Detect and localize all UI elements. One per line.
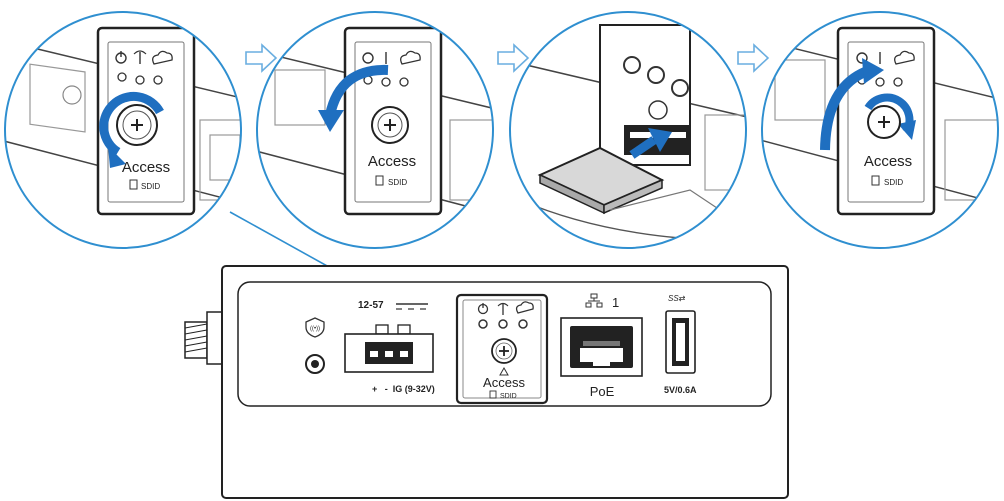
screw-icon [492, 339, 516, 363]
usb-ss-icon: SS⇄ [668, 294, 686, 303]
audio-jack [306, 355, 324, 373]
usb-port [666, 311, 695, 373]
step-1-circle: Access SDID [0, 12, 260, 248]
poe-label: PoE [590, 384, 615, 399]
svg-text:((•)): ((•)) [310, 326, 320, 332]
step-1-access-label: Access [122, 159, 170, 176]
arrow-right-icon [498, 45, 528, 71]
terminal-labels: + - IG (9-32V) [372, 384, 435, 394]
step-4-circle: Access SDID [760, 12, 1004, 248]
ethernet-port [561, 318, 642, 376]
access-panel-card-label: SDID [500, 393, 517, 400]
arrow-right-icon [246, 45, 276, 71]
access-panel-label: Access [483, 375, 525, 390]
antenna-connector [185, 312, 225, 364]
power-input-label: 12-57 [358, 300, 384, 311]
step-1-card-label: SDID [141, 182, 160, 191]
screw-icon [117, 105, 157, 145]
access-panel: Access SDID [457, 295, 547, 403]
step-2-card-label: SDID [388, 178, 407, 187]
step-4-card-label: SDID [884, 178, 903, 187]
ethernet-port-number: 1 [612, 295, 619, 310]
step-4-access-label: Access [864, 153, 912, 170]
step-3-circle [505, 12, 760, 248]
step-2-circle: Access SDID [252, 12, 505, 248]
arrow-right-icon [738, 45, 768, 71]
step-2-access-label: Access [368, 153, 416, 170]
usb-rating: 5V/0.6A [664, 385, 697, 395]
